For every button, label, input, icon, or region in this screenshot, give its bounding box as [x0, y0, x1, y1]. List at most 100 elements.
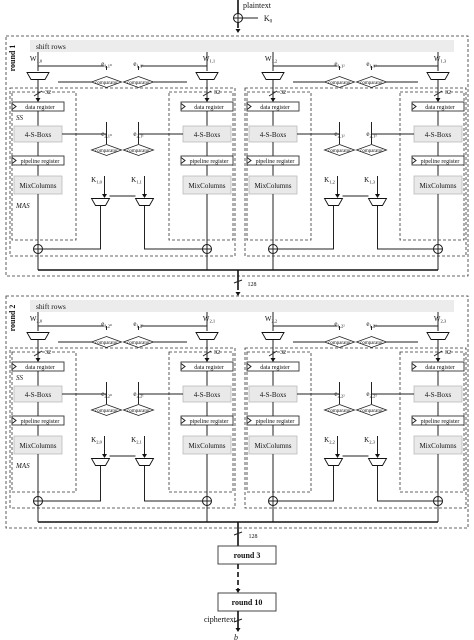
data-register-label: data register: [25, 365, 54, 371]
data-arrow: [270, 358, 276, 362]
plaintext-label: plaintext: [243, 1, 272, 10]
w-label: W2,3: [434, 315, 447, 325]
ciphertext-arrow: [235, 628, 241, 632]
mixcolumns-label: MixColumns: [20, 182, 57, 190]
register-clock: [246, 417, 252, 424]
comparator-diamond: [323, 76, 356, 88]
bus-width-label: 32: [445, 90, 451, 96]
k-label: K2,0: [91, 436, 102, 446]
bus-slash: [233, 618, 243, 623]
column-frame: [168, 91, 234, 241]
comparator-diamond: [122, 144, 155, 156]
comparator-diamond: [90, 144, 123, 156]
error-flag-label: e1,1³: [366, 60, 377, 70]
key-mux: [90, 458, 111, 466]
key-to-xor: [377, 466, 434, 502]
register-clock: [11, 103, 17, 110]
comparator-label: comparator: [328, 341, 351, 346]
shift-rows-bar: [30, 300, 454, 312]
input-mux: [26, 72, 50, 80]
key-arrow: [335, 454, 340, 458]
error-flag-label: e2,1³: [366, 130, 377, 140]
register-clock: [411, 157, 417, 164]
k-label: K1,3: [364, 176, 375, 186]
round-3-label: round 3: [234, 551, 261, 560]
w-label: W1,2: [265, 55, 278, 65]
shift-rows-label: shift rows: [36, 302, 66, 311]
register-clock: [411, 363, 417, 370]
column-frame: [168, 351, 234, 493]
k-label: K1,2: [324, 176, 335, 186]
bus-width-128: 128: [249, 534, 258, 540]
half-frame: [244, 87, 467, 257]
key-mux: [367, 458, 388, 466]
data-register-label: data register: [425, 365, 454, 371]
comparator-label: comparator: [95, 341, 118, 346]
pipeline-register-label: pipeline register: [256, 419, 295, 425]
register-clock: [180, 417, 186, 424]
key-to-xor: [42, 206, 101, 250]
comparator-diamond: [90, 336, 123, 348]
register-clock: [246, 103, 252, 110]
round-title: round 1: [8, 45, 17, 72]
key-mux: [90, 198, 111, 206]
data-register-label: data register: [194, 365, 223, 371]
comparator-label: comparator: [127, 81, 150, 86]
register-clock: [180, 363, 186, 370]
bus-slash: [233, 531, 243, 536]
error-flag-label: e2,2¹: [133, 390, 144, 400]
comparator-diamond: [122, 404, 155, 416]
input-mux: [195, 332, 219, 340]
comparator-diamond: [122, 336, 155, 348]
half-frame: [9, 347, 236, 509]
bus-slash: [202, 350, 212, 357]
bus-width-label: 32: [214, 350, 220, 356]
shift-rows-bar: [30, 40, 454, 52]
comparator-diamond: [355, 144, 388, 156]
comparator-diamond: [122, 76, 155, 88]
input-mux: [426, 332, 450, 340]
k-label: K1,0: [91, 176, 102, 186]
key-arrow: [375, 194, 380, 198]
w-label: W1,0: [30, 55, 43, 65]
comparator-diamond: [355, 336, 388, 348]
k-label: K2,1: [131, 436, 142, 446]
comparator-label: comparator: [127, 409, 150, 414]
pipeline-register-label: pipeline register: [256, 159, 295, 165]
comparator-diamond: [355, 76, 388, 88]
data-arrow: [35, 358, 41, 362]
input-mux: [26, 332, 50, 340]
mixcolumns-label: MixColumns: [189, 182, 226, 190]
error-flag-label: e1,1⁰: [101, 60, 112, 70]
error-flag-label: e1,1¹: [133, 60, 144, 70]
sbox-label: 4-S-Boxs: [194, 131, 221, 139]
pipeline-register-label: pipeline register: [190, 159, 229, 165]
key-to-xor: [42, 466, 101, 502]
k-label: K2,3: [364, 436, 375, 446]
round-frame: [5, 35, 469, 277]
mixcolumns-label: MixColumns: [420, 442, 457, 450]
input-mux: [261, 332, 285, 340]
input-arrow: [235, 29, 241, 33]
comparator-diamond: [90, 76, 123, 88]
sbox-label: 4-S-Boxs: [260, 391, 287, 399]
bus-slash: [268, 90, 278, 97]
bus-arrow: [235, 292, 241, 296]
comparator-label: comparator: [328, 409, 351, 414]
pipeline-register-label: pipeline register: [421, 159, 460, 165]
figure-caption: b: [234, 633, 238, 640]
comparator-label: comparator: [328, 81, 351, 86]
column-frame: [399, 351, 465, 493]
key-to-xor: [377, 206, 434, 250]
bus-width-label: 32: [45, 90, 51, 96]
w-label: W2,2: [265, 315, 278, 325]
register-clock: [180, 157, 186, 164]
k0-label: K0: [264, 14, 273, 25]
sbox-label: 4-S-Boxs: [194, 391, 221, 399]
data-arrow: [35, 98, 41, 102]
bus-width-128: 128: [248, 282, 257, 288]
bus-slash: [33, 350, 43, 357]
key-to-xor: [144, 466, 203, 502]
error-flag-label: e1,2²: [334, 320, 345, 330]
